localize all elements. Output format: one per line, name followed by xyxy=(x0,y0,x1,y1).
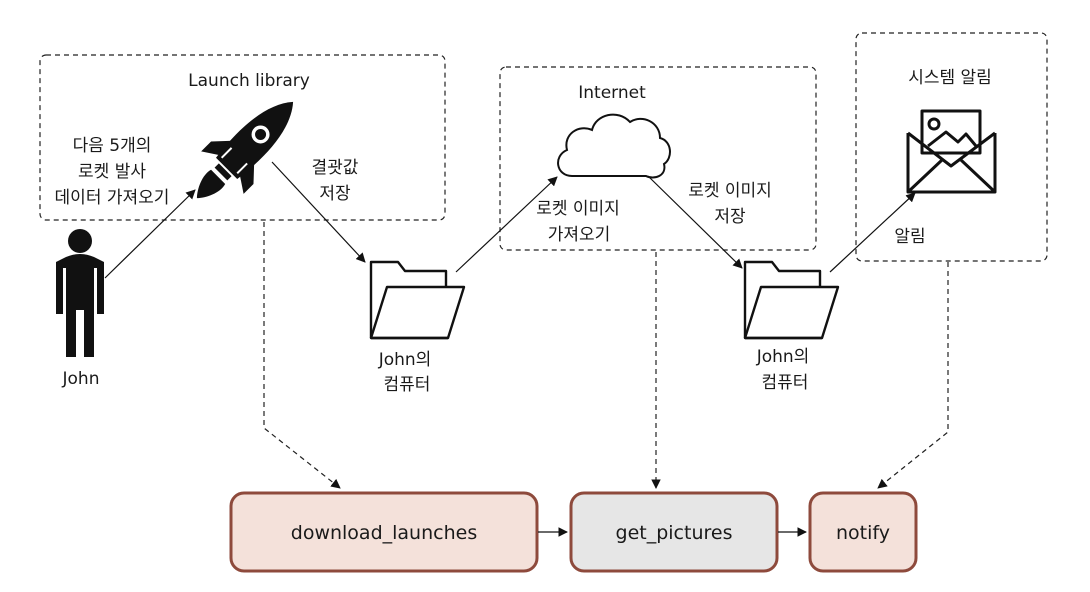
person-icon xyxy=(56,229,104,357)
cloud-icon xyxy=(557,113,671,179)
arrow-folder2-to-mail xyxy=(829,192,916,273)
folder-icon xyxy=(369,260,466,340)
computer-1-label-line2: 컴퓨터 xyxy=(384,375,431,395)
edge-fetch-launches-line2: 로켓 발사 xyxy=(78,162,146,182)
arrow-cloud-to-folder2 xyxy=(647,175,743,269)
launch-library-group xyxy=(39,54,446,221)
edge-fetch-launches-line3: 데이터 가져오기 xyxy=(55,188,170,208)
task-label-download-launches: download_launches xyxy=(291,522,477,544)
arrow-folder1-to-cloud xyxy=(455,176,558,273)
edge-save-images-line2: 저장 xyxy=(714,207,746,227)
task-box-download-launches[interactable] xyxy=(229,491,539,573)
launch-library-title: Launch library xyxy=(188,71,310,91)
edge-save-results-line1: 결괏값 xyxy=(312,158,359,178)
mail-image-icon xyxy=(906,109,997,194)
computer-1-label-line1: John의 xyxy=(378,350,432,370)
rocket-icon xyxy=(196,101,294,199)
edge-fetch-images-line1: 로켓 이미지 xyxy=(536,199,620,219)
computer-2-label-line1: John의 xyxy=(756,347,810,367)
arrow-rocket-to-folder1 xyxy=(271,161,366,263)
edge-notify-label: 알림 xyxy=(894,227,925,247)
dashed-link-launch-to-download xyxy=(263,222,341,489)
edge-save-images-line1: 로켓 이미지 xyxy=(688,181,772,201)
task-label-notify: notify xyxy=(836,522,890,544)
task-box-get-pictures[interactable] xyxy=(569,491,779,573)
edge-fetch-launches-line1: 다음 5개의 xyxy=(73,136,152,156)
edge-fetch-images-line2: 가져오기 xyxy=(548,225,611,245)
system-notification-title: 시스템 알림 xyxy=(908,68,992,88)
internet-group xyxy=(499,66,817,251)
arrow-john-to-rocket xyxy=(104,189,196,279)
task-label-get-pictures: get_pictures xyxy=(616,522,733,544)
dashed-link-notification-to-notify xyxy=(877,262,949,489)
task-box-notify[interactable] xyxy=(808,491,918,573)
john-label: John xyxy=(62,369,100,389)
edge-save-results-line2: 저장 xyxy=(319,184,351,204)
folder-icon xyxy=(743,260,840,340)
internet-title: Internet xyxy=(578,83,646,103)
computer-2-label-line2: 컴퓨터 xyxy=(762,373,809,393)
